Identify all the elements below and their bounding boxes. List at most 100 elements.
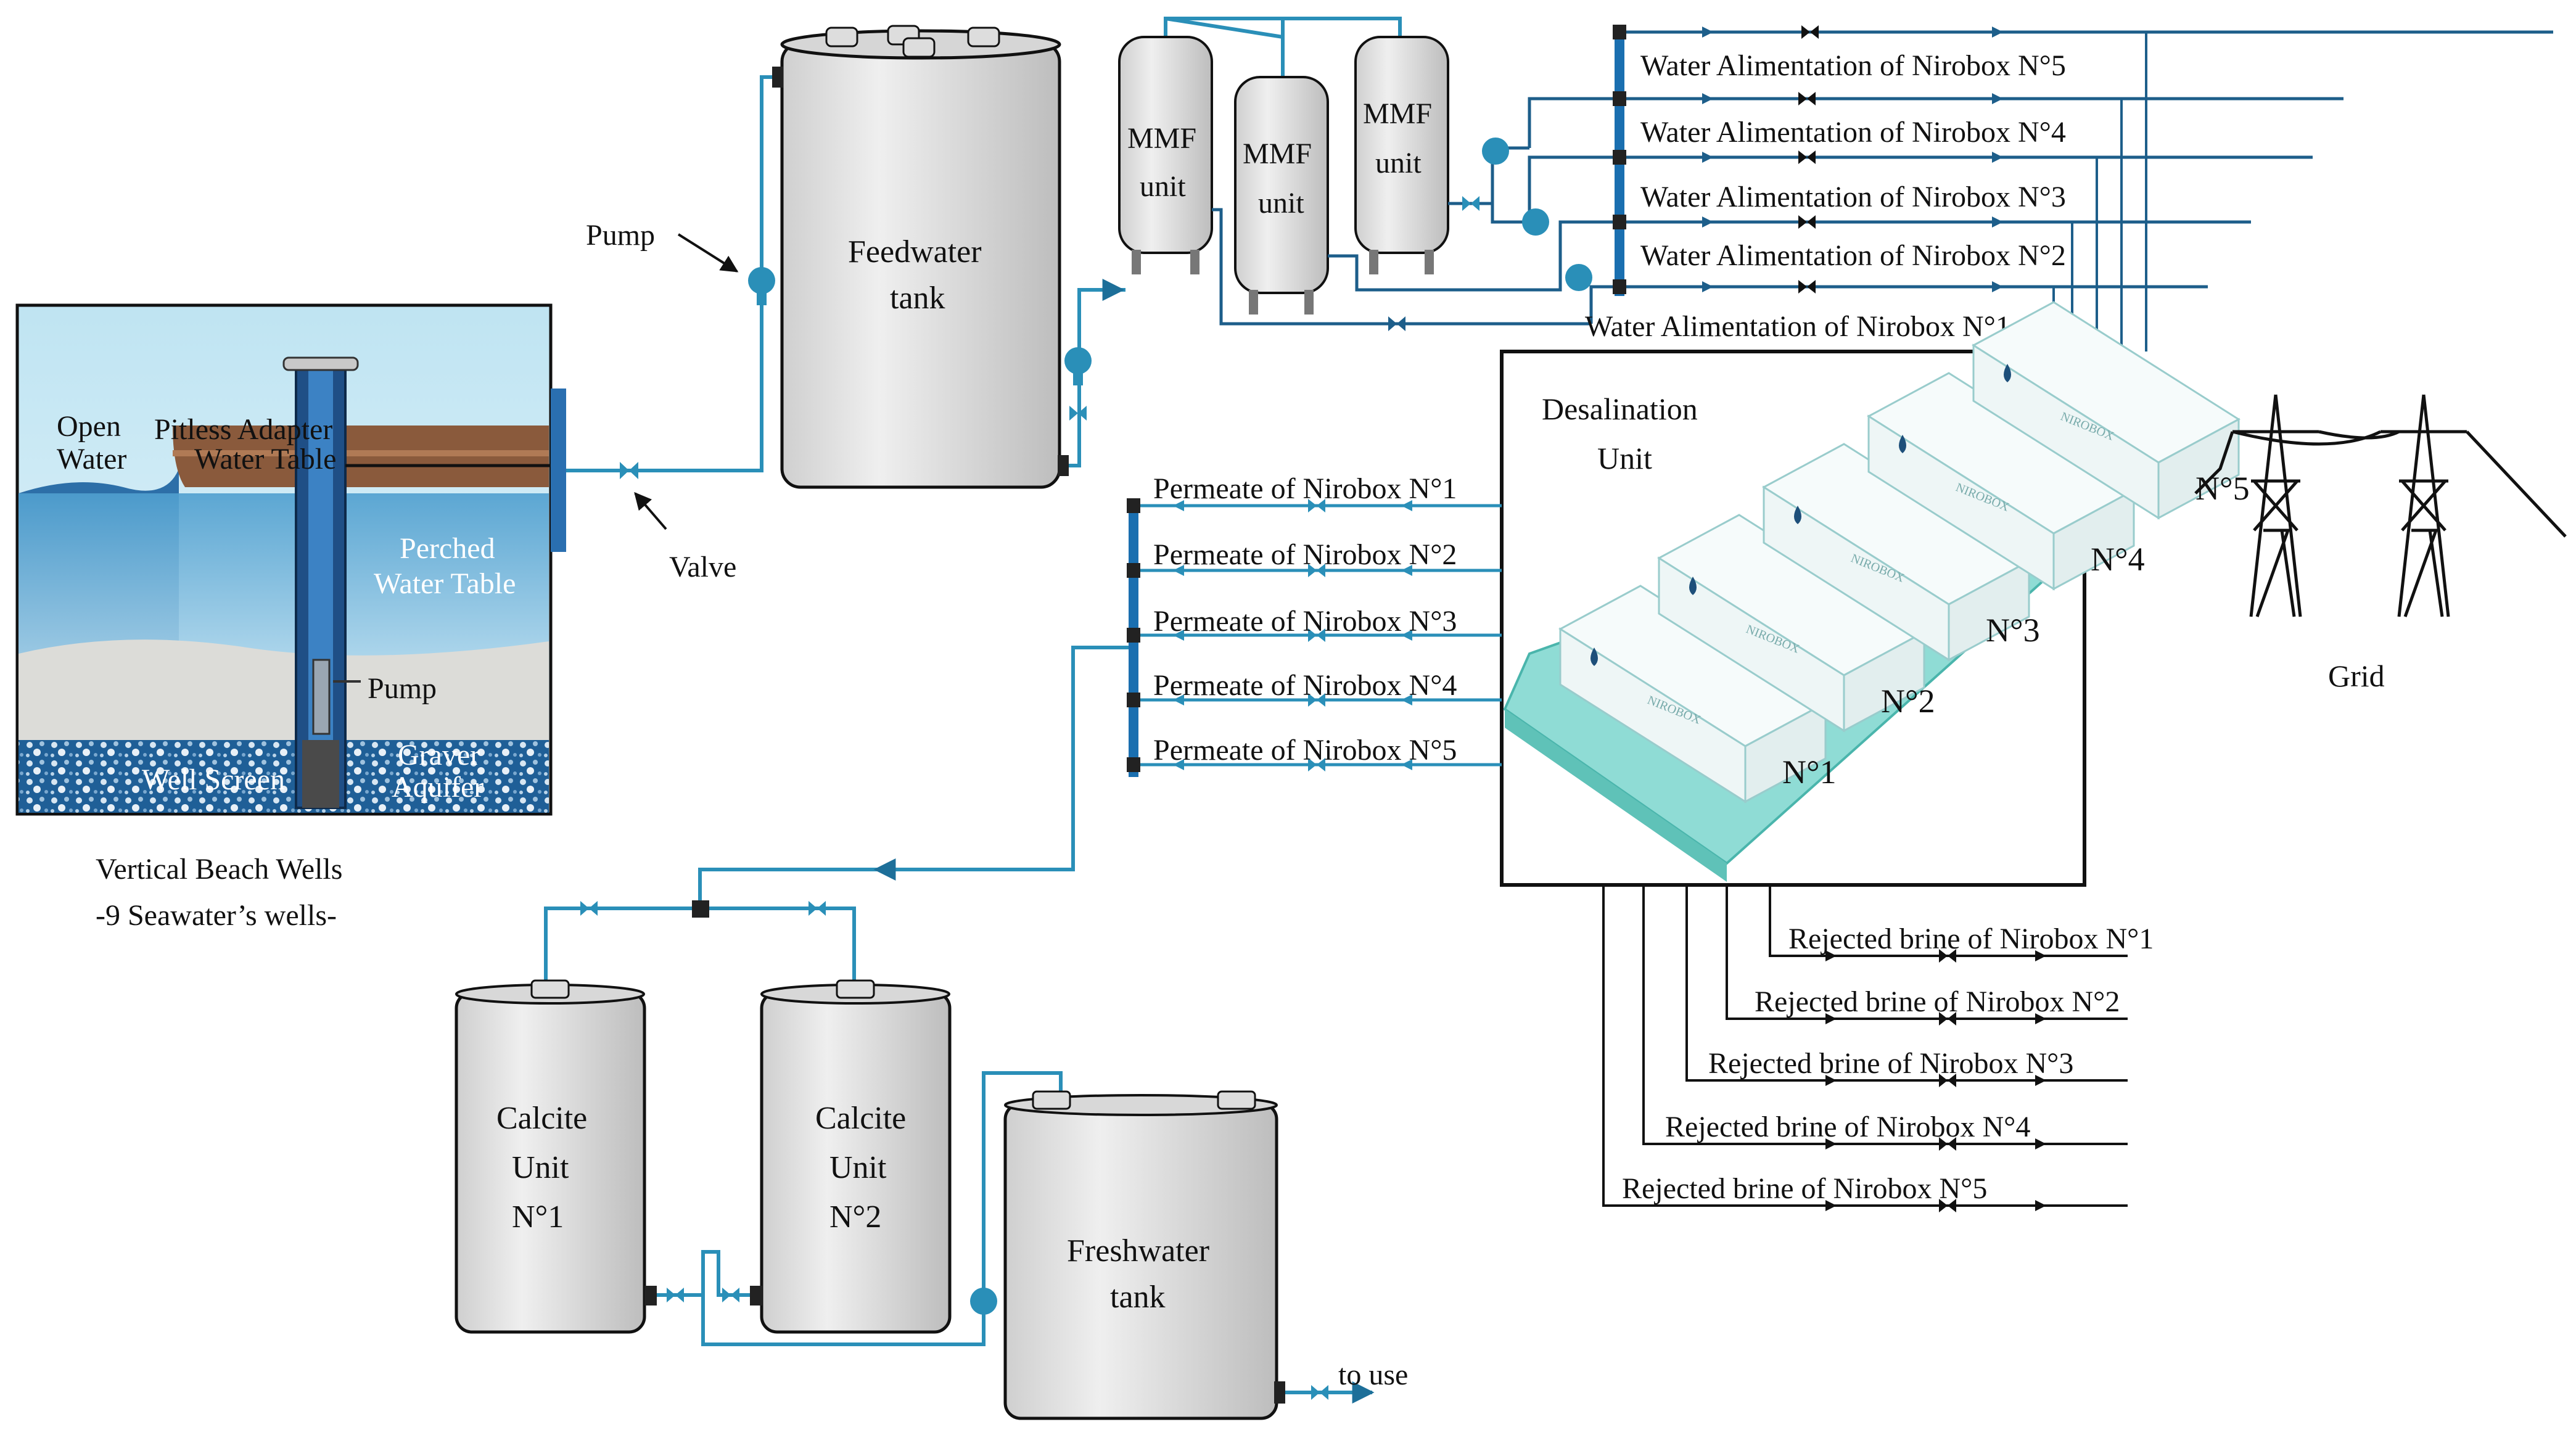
pump-icon (970, 1288, 997, 1315)
header-fitting (1127, 757, 1140, 772)
flow-arrow (1173, 694, 1184, 705)
brine-label: Rejected brine of Nirobox N°3 (1708, 1047, 2073, 1080)
well-caption: Vertical Beach Wells (96, 853, 342, 886)
valve-icon (1798, 215, 1816, 229)
brine-label: Rejected brine of Nirobox N°1 (1788, 923, 2154, 955)
pump-icon (1565, 264, 1592, 291)
flow-arrow (1825, 1013, 1837, 1024)
mmf-unit-label: MMF (1127, 122, 1196, 155)
tee-junction (692, 900, 709, 918)
mmf-unit-2: MMF unit (1234, 76, 1329, 315)
freshwater-tank-label: Freshwater (1067, 1233, 1209, 1268)
header-fitting (1613, 91, 1626, 106)
flow-arrow (1702, 27, 1713, 38)
pitless-adapter-label: Pitless Adapter (154, 413, 332, 446)
flow-arrow (1825, 1075, 1837, 1086)
flow-arrow (1992, 281, 2003, 292)
flow-arrow (1173, 759, 1184, 770)
valve-icon (1308, 758, 1325, 771)
valve-pointer (634, 491, 667, 530)
calcite-unit-2: Calcite Unit N°2 (760, 979, 952, 1334)
flow-arrow (2035, 1013, 2046, 1024)
mmf-unit-3: MMF unit (1354, 36, 1449, 274)
mmf-unit-label: MMF (1243, 138, 1312, 170)
valve-icon (1939, 949, 1956, 963)
flow-arrow (1992, 93, 2003, 104)
calcite-unit-label: Calcite (815, 1101, 906, 1136)
water-drop-icon (2004, 364, 2011, 382)
water-drop-icon (1689, 577, 1697, 595)
flow-arrow (1401, 565, 1412, 576)
water-drop-icon (1794, 506, 1801, 524)
perched-water-table-label: Water Table (374, 567, 516, 600)
freshwater-tank: Freshwater tank (1003, 1090, 1285, 1420)
water-drop-icon (1899, 435, 1906, 453)
perched-water-table-label: Perched (400, 532, 495, 565)
feedwater-tank-label: tank (890, 281, 945, 316)
valve-icon (1939, 1199, 1956, 1212)
mmf-unit-label: unit (1258, 187, 1304, 220)
mmf-unit-label: MMF (1363, 97, 1432, 130)
outlet-fitting (644, 1286, 657, 1305)
valve-icon (722, 1288, 739, 1302)
permeate-label: Permeate of Nirobox N°3 (1153, 605, 1457, 638)
valve-icon (1462, 196, 1479, 211)
inlet-fitting (750, 1286, 762, 1305)
valve-icon (1308, 564, 1325, 577)
alimentation-label: Water Alimentation of Nirobox N°4 (1640, 116, 2066, 149)
mmf-unit-label: unit (1140, 170, 1186, 203)
valve-icon (1798, 150, 1816, 164)
header-fitting (1613, 150, 1626, 165)
flow-arrow (1401, 694, 1412, 705)
pump-icon (1482, 138, 1509, 165)
flow-arrow (1702, 152, 1713, 163)
feed-to-mmf-pipe (1069, 17, 1402, 467)
calcite-unit-label: Unit (512, 1150, 569, 1185)
header-fitting (1613, 25, 1626, 39)
well-caption: -9 Seawater’s wells- (96, 899, 337, 932)
flow-arrow (1992, 152, 2003, 163)
permeate-label: Permeate of Nirobox N°1 (1153, 472, 1457, 505)
valve-icon (1069, 406, 1087, 421)
pump-label: Pump (586, 219, 655, 252)
calcite-unit-label: N°1 (512, 1199, 564, 1235)
water-table-label: Water Table (194, 443, 336, 475)
calcite-unit-1: Calcite Unit N°1 (455, 979, 646, 1334)
calcite-unit-label: Calcite (496, 1101, 587, 1136)
flow-arrow (2035, 1200, 2046, 1211)
valve-icon (667, 1288, 684, 1302)
brine-line (1726, 885, 2128, 1020)
flow-arrow (1173, 500, 1184, 511)
valve-icon (1939, 1137, 1956, 1151)
well-to-feed-pipe (566, 75, 778, 472)
nirobox-label: N°5 (2195, 470, 2250, 507)
brine-label: Rejected brine of Nirobox N°5 (1622, 1172, 1987, 1205)
brine-label: Rejected brine of Nirobox N°2 (1755, 985, 2120, 1018)
nirobox-label: N°2 (1881, 683, 1935, 720)
alimentation-label: Water Alimentation of Nirobox N°3 (1640, 181, 2066, 213)
mmf-outlet-pipes (1212, 97, 1622, 326)
flow-arrow (1173, 565, 1184, 576)
header-fitting (1127, 563, 1140, 578)
grid-label: Grid (2328, 659, 2385, 693)
flow-arrow (1825, 1200, 1837, 1211)
pump-icon (1064, 347, 1092, 385)
flow-arrow (1825, 1138, 1837, 1149)
flow-arrow (2035, 1138, 2046, 1149)
flow-arrow (1702, 93, 1713, 104)
header-fitting (1127, 628, 1140, 643)
permeate-label: Permeate of Nirobox N°5 (1153, 734, 1457, 767)
desalination-unit-title: Desalination (1542, 392, 1698, 426)
permeate-label: Permeate of Nirobox N°4 (1153, 669, 1457, 702)
valve-label: Valve (669, 551, 736, 583)
valve-icon (1801, 25, 1819, 39)
gravel-aquifer-label: Aquifer (392, 771, 484, 804)
feedwater-tank-label: Feedwater (848, 234, 982, 269)
brine-line (1685, 885, 2128, 1082)
well-pump-label: Pump (368, 672, 437, 705)
freshwater-tank-label: tank (1110, 1280, 1166, 1315)
